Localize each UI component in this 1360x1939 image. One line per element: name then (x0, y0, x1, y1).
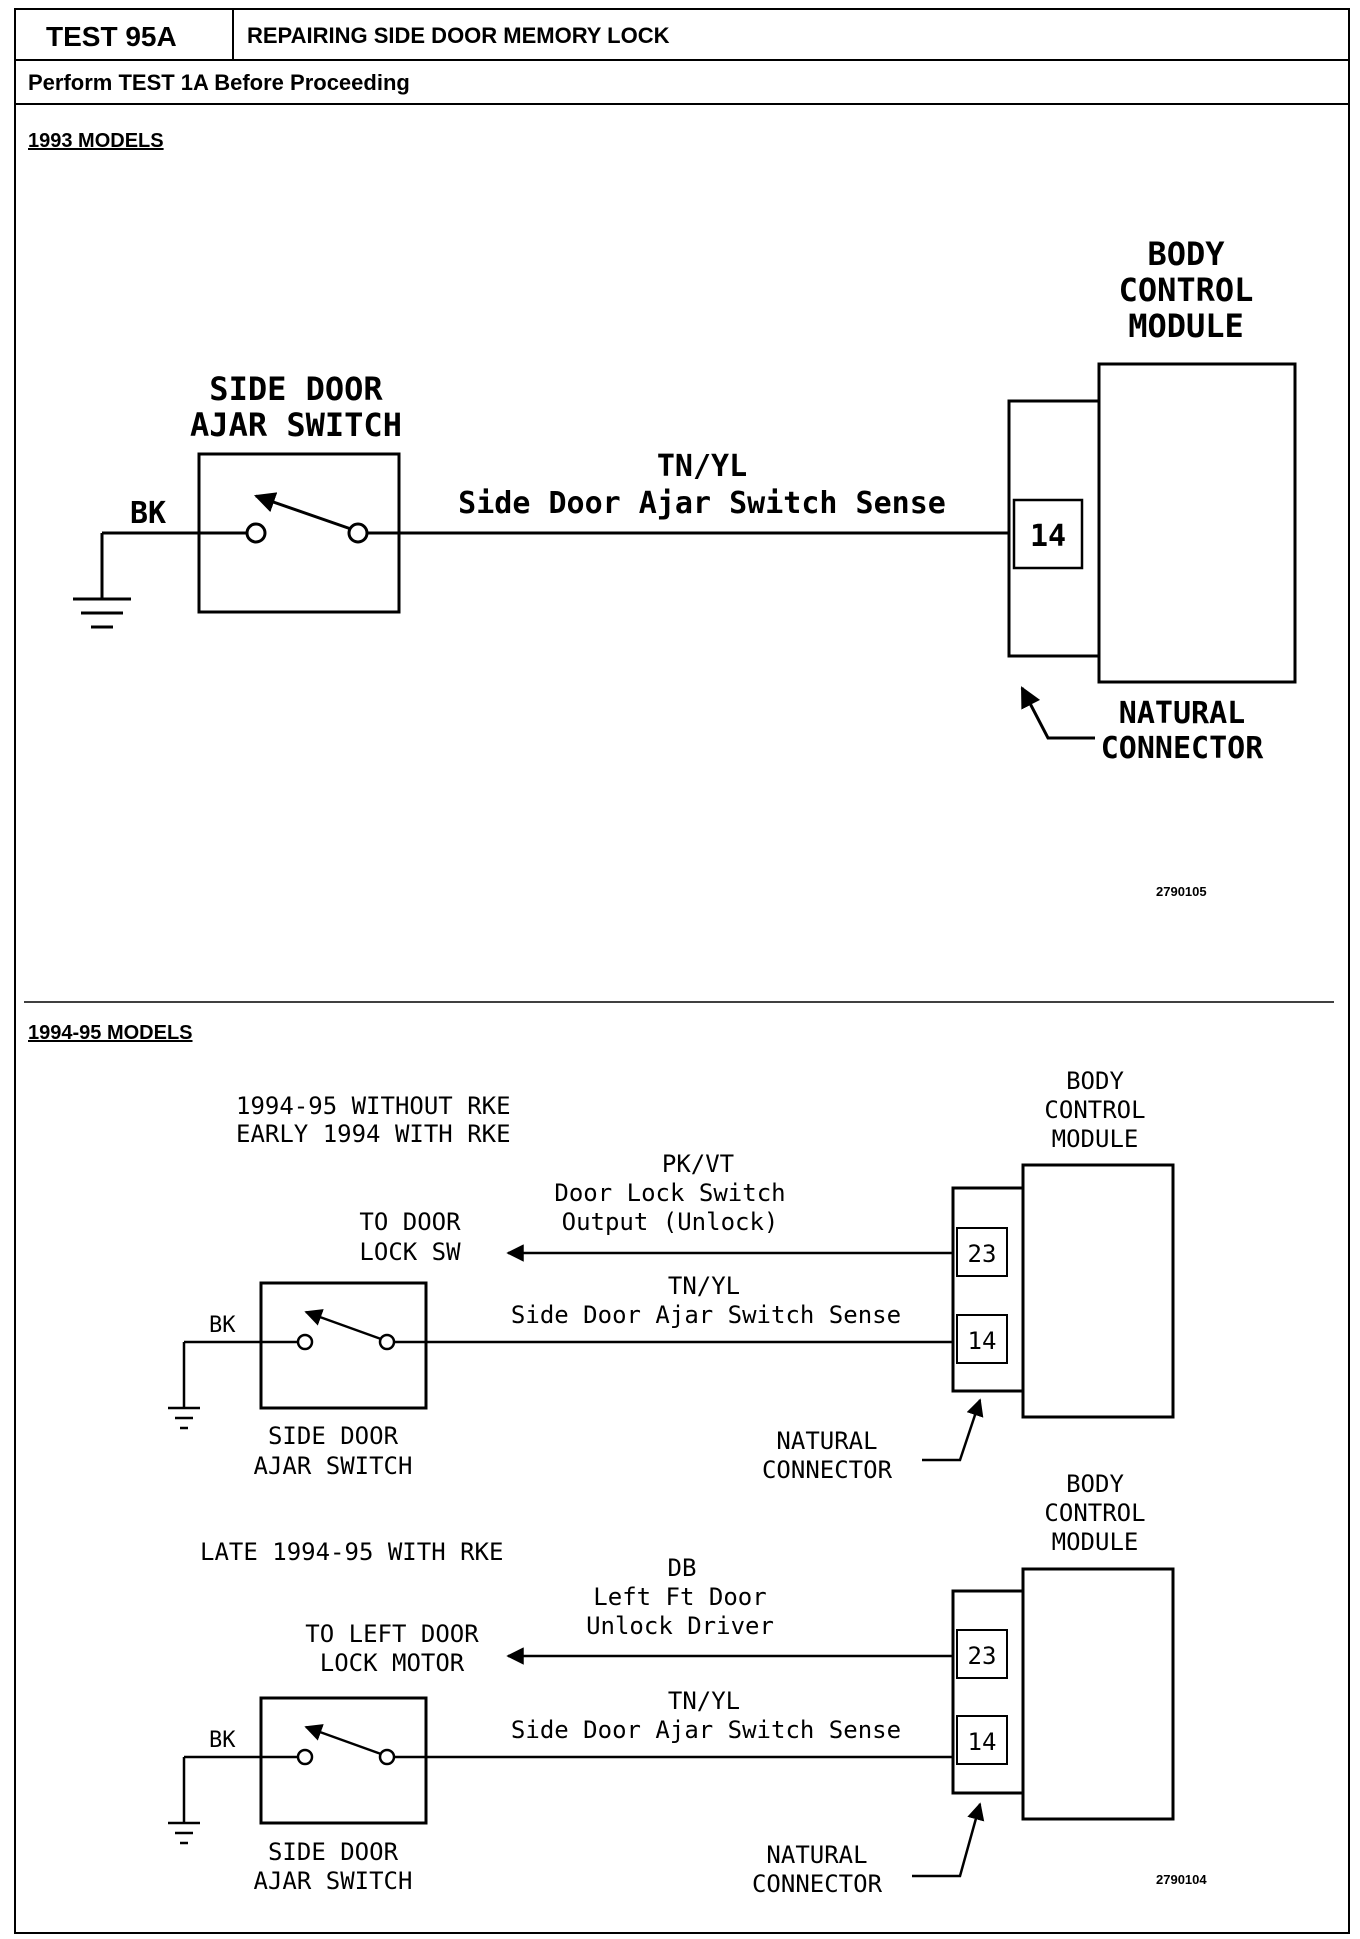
figure-id-1993: 2790105 (1156, 884, 1207, 899)
page-subtitle: Perform TEST 1A Before Proceeding (28, 70, 410, 95)
output-pin: 23 (968, 1642, 997, 1670)
connector-callout-arrow (922, 1398, 984, 1462)
body-control-module (1021, 1567, 1175, 1821)
connector-label-line1: NATURAL (1119, 696, 1245, 731)
side-door-ajar-switch (259, 1696, 428, 1825)
output-destination-line2: LOCK SW (359, 1238, 461, 1266)
switch-label-line1: SIDE DOOR (209, 370, 383, 408)
ground-wire-label: BK (209, 1728, 236, 1753)
side-door-ajar-switch-1993 (197, 452, 401, 614)
connector-label-line2: CONNECTOR (752, 1870, 883, 1898)
pin-number: 14 (1030, 519, 1066, 554)
wire-name-label: Side Door Ajar Switch Sense (458, 486, 946, 521)
pin-14-cavity (1012, 498, 1084, 570)
module-label-line1: BODY (1066, 1067, 1124, 1095)
sense-pin: 14 (968, 1728, 997, 1756)
wire-color-label: TN/YL (657, 449, 747, 484)
output-wire-color: DB (668, 1554, 697, 1582)
connector-callout-arrow (1020, 686, 1095, 740)
connector-callout-arrow (912, 1802, 985, 1878)
natural-connector (951, 1186, 1025, 1393)
module-label-line3: MODULE (1052, 1125, 1139, 1153)
module-label-line2: CONTROL (1044, 1499, 1145, 1527)
connector-label-line1: NATURAL (766, 1841, 867, 1869)
ground-symbol (168, 1342, 200, 1430)
section-heading-1993: 1993 MODELS (28, 130, 164, 152)
output-wire-name-line2: Output (Unlock) (562, 1208, 779, 1236)
sense-wire-name: Side Door Ajar Switch Sense (511, 1716, 901, 1744)
output-destination-line1: TO DOOR (359, 1208, 461, 1236)
condition-line1: 1994-95 WITHOUT RKE (236, 1092, 511, 1120)
ground-wire-label: BK (130, 496, 166, 531)
module-label-line3: MODULE (1128, 307, 1244, 345)
sense-wire-color: TN/YL (668, 1687, 740, 1715)
module-label-line3: MODULE (1052, 1528, 1139, 1556)
body-control-module-1993 (1097, 362, 1297, 684)
ground-symbol (168, 1757, 200, 1845)
output-destination-line1: TO LEFT DOOR (305, 1620, 479, 1648)
connector-label-line2: CONNECTOR (762, 1456, 893, 1484)
diagram-with-rke: LATE 1994-95 WITH RKE BODY CONTROL MODUL… (168, 1470, 1175, 1898)
condition-line2: EARLY 1994 WITH RKE (236, 1120, 511, 1148)
service-manual-page: TEST 95A REPAIRING SIDE DOOR MEMORY LOCK… (14, 8, 1350, 1934)
sense-wire-color: TN/YL (668, 1272, 740, 1300)
condition-line1: LATE 1994-95 WITH RKE (200, 1538, 503, 1566)
ground-symbol-1993 (73, 533, 131, 629)
output-pin: 23 (968, 1240, 997, 1268)
output-wire-name-line1: Door Lock Switch (554, 1179, 785, 1207)
switch-label-line1: SIDE DOOR (268, 1838, 399, 1866)
switch-label-line1: SIDE DOOR (268, 1422, 399, 1450)
module-label-line1: BODY (1066, 1470, 1124, 1498)
switch-label-line2: AJAR SWITCH (190, 406, 402, 444)
output-wire-name-line2: Unlock Driver (586, 1612, 774, 1640)
test-id: TEST 95A (46, 21, 177, 52)
diagram-without-rke: 1994-95 WITHOUT RKE EARLY 1994 WITH RKE … (168, 1067, 1175, 1484)
module-label-line2: CONTROL (1119, 271, 1254, 309)
connector-label-line2: CONNECTOR (1101, 731, 1264, 766)
switch-label-line2: AJAR SWITCH (254, 1867, 413, 1895)
sense-wire-name: Side Door Ajar Switch Sense (511, 1301, 901, 1329)
figure-id-1994: 2790104 (1156, 1872, 1207, 1887)
page-title: REPAIRING SIDE DOOR MEMORY LOCK (247, 23, 670, 48)
output-wire-color: PK/VT (662, 1150, 734, 1178)
module-label-line1: BODY (1147, 235, 1225, 273)
sense-pin: 14 (968, 1327, 997, 1355)
side-door-ajar-switch (259, 1281, 428, 1410)
switch-label-line2: AJAR SWITCH (254, 1452, 413, 1480)
output-destination-line2: LOCK MOTOR (320, 1649, 465, 1677)
ground-wire-label: BK (209, 1313, 236, 1338)
connector-label-line1: NATURAL (776, 1427, 877, 1455)
wiring-diagram-sheet: TEST 95A REPAIRING SIDE DOOR MEMORY LOCK… (14, 8, 1350, 1934)
page-border (14, 8, 1350, 1934)
natural-connector (951, 1589, 1025, 1795)
output-wire-name-line1: Left Ft Door (593, 1583, 766, 1611)
body-control-module (1021, 1163, 1175, 1419)
section-heading-1994: 1994-95 MODELS (28, 1022, 193, 1044)
module-label-line2: CONTROL (1044, 1096, 1145, 1124)
